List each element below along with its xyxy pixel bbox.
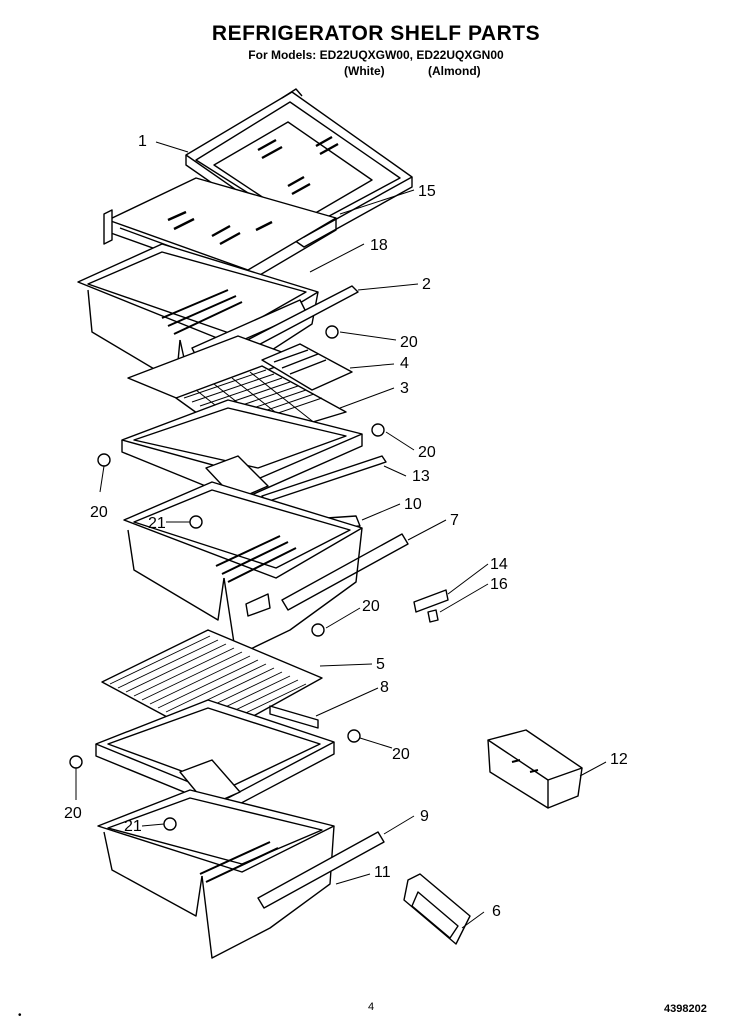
callout-20d: 20 xyxy=(362,598,380,615)
part-9-11-bottom-pan xyxy=(97,789,385,959)
callout-11: 11 xyxy=(374,864,391,881)
callout-3: 3 xyxy=(400,380,409,397)
model-numbers: For Models: ED22UQXGW00, ED22UQXGN00 xyxy=(248,48,504,62)
callout-20e: 20 xyxy=(392,746,410,763)
callout-9: 9 xyxy=(420,808,429,825)
part-14-16-clip xyxy=(413,589,449,623)
part-5-wire-shelf xyxy=(101,629,323,741)
part-7-long-rail xyxy=(281,533,409,611)
callout-21a: 21 xyxy=(148,515,166,532)
diagram-title: REFRIGERATOR SHELF PARTS xyxy=(211,22,541,45)
callout-8: 8 xyxy=(380,679,389,696)
callout-6: 6 xyxy=(492,903,501,920)
callout-20a: 20 xyxy=(400,334,418,351)
leader-lines xyxy=(75,141,607,929)
part-4-crisper-glass xyxy=(127,335,353,403)
callout-5: 5 xyxy=(376,656,385,673)
callout-10: 10 xyxy=(404,496,422,513)
callout-21b: 21 xyxy=(124,818,142,835)
callout-16: 16 xyxy=(490,576,508,593)
part-12-door-bin xyxy=(487,729,583,809)
callout-20f: 20 xyxy=(64,805,82,822)
document-number: 4398202 xyxy=(664,1003,707,1015)
lower-crisper-pan xyxy=(123,481,363,657)
corner-mark: • xyxy=(18,1010,22,1021)
callout-labels: 1 15 18 2 20 4 3 20 20 13 10 7 21 14 16 … xyxy=(64,133,628,920)
callout-7: 7 xyxy=(450,512,459,529)
part-6-retainer xyxy=(403,873,471,945)
callout-15: 15 xyxy=(418,183,436,200)
page-number: 4 xyxy=(368,1001,375,1013)
part-8-cover-frame xyxy=(95,699,335,811)
callout-1: 1 xyxy=(138,133,147,150)
color-white-label: (White) xyxy=(344,64,385,78)
callout-2: 2 xyxy=(422,276,431,293)
part-2-crisper-pan xyxy=(77,243,359,395)
callout-12: 12 xyxy=(610,751,628,768)
callout-4: 4 xyxy=(400,355,409,372)
callout-13: 13 xyxy=(412,468,430,485)
color-almond-label: (Almond) xyxy=(428,64,481,78)
callout-14: 14 xyxy=(490,556,508,573)
callout-18: 18 xyxy=(370,237,388,254)
callout-20c: 20 xyxy=(90,504,108,521)
callout-20b: 20 xyxy=(418,444,436,461)
